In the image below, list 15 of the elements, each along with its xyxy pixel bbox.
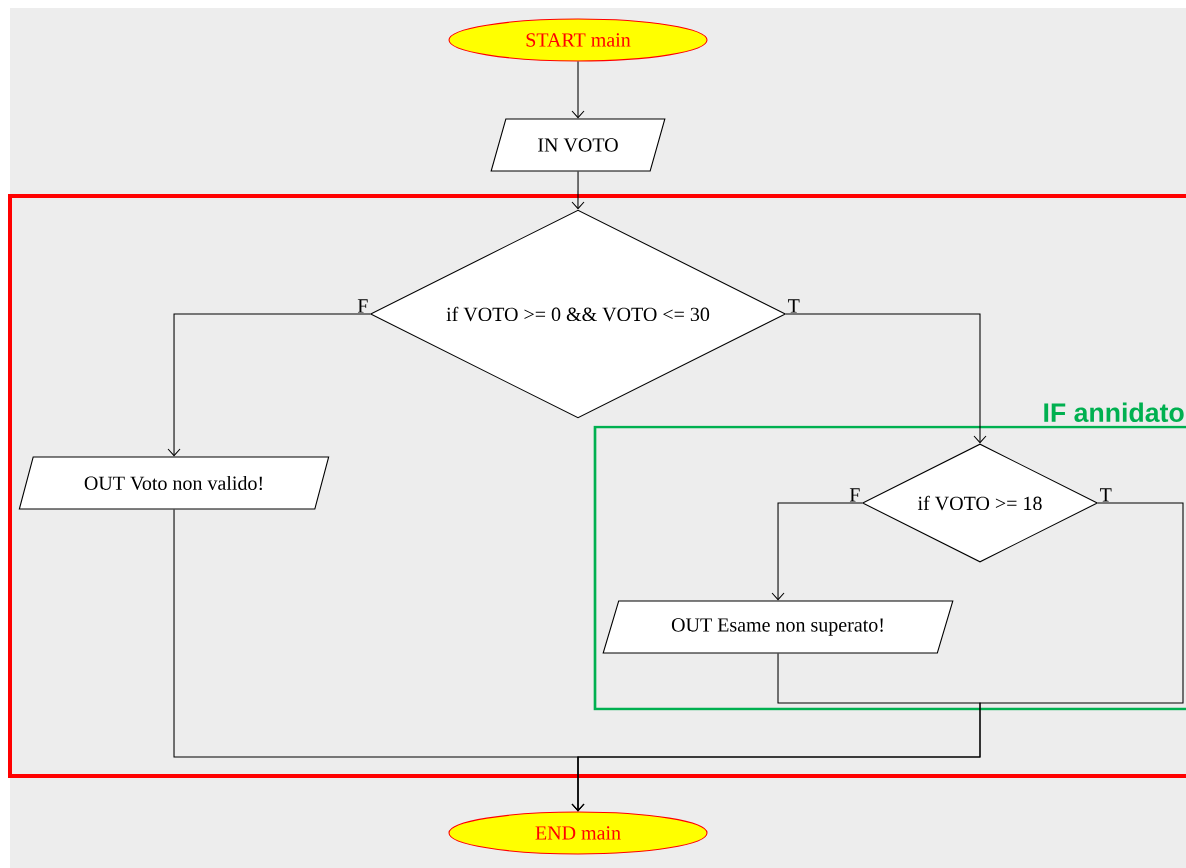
edge-label: F (357, 299, 368, 313)
edge-label: T (1100, 488, 1112, 502)
io-parallelogram: IN VOTO (490, 118, 666, 172)
arrow (571, 61, 585, 119)
arrow (167, 313, 371, 457)
io-parallelogram: OUT Voto non valido! (18, 456, 330, 510)
edge-label: F (849, 488, 860, 502)
io-parallelogram: OUT Esame non superato! (602, 600, 954, 654)
arrow (173, 509, 585, 812)
edge-label: T (788, 299, 800, 313)
arrow (571, 171, 585, 210)
node-label: IF annidato (1044, 402, 1184, 423)
arrow (771, 502, 863, 601)
block-frame (8, 194, 1186, 778)
arrow (785, 313, 987, 444)
